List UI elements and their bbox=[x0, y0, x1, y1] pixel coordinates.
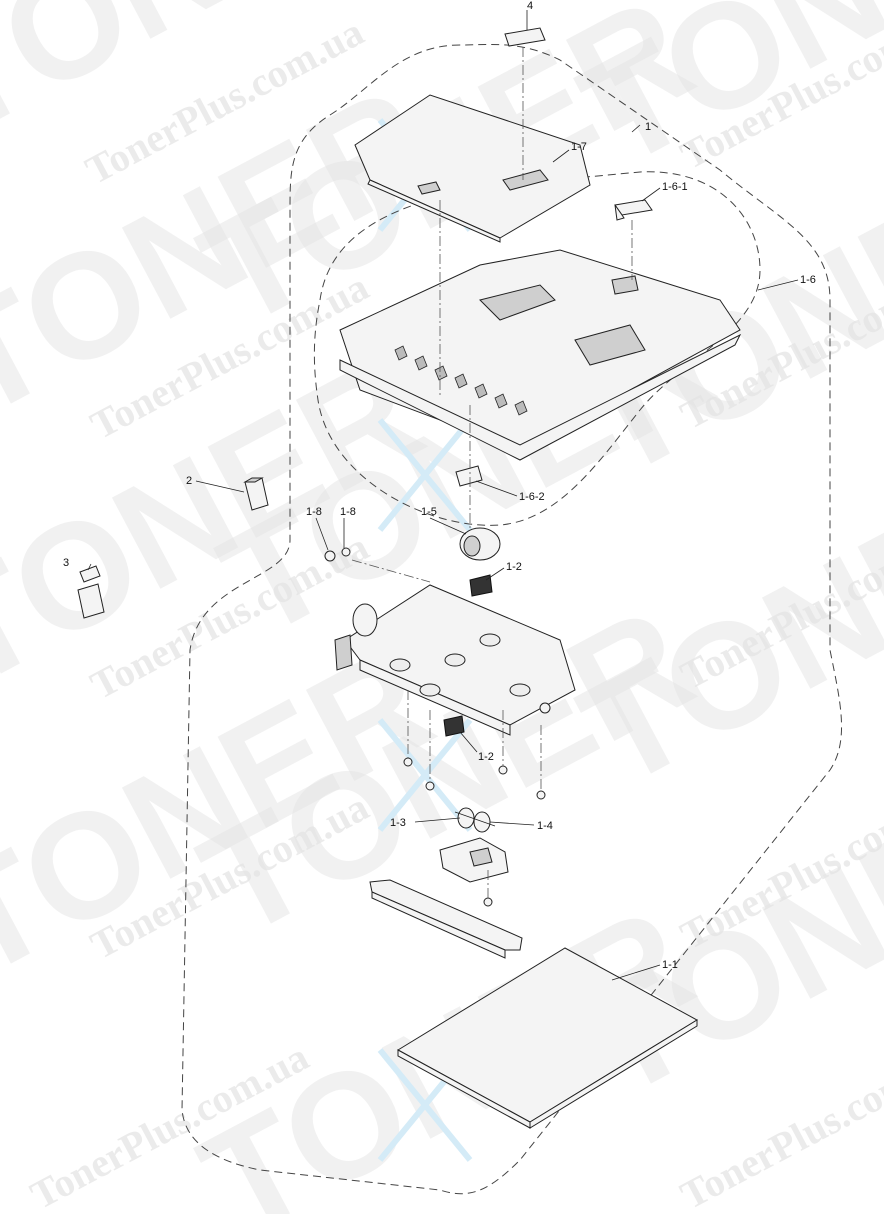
callout-1-8-right: 1-8 bbox=[340, 506, 356, 518]
callout-4: 4 bbox=[527, 0, 533, 12]
part-1-3-1-4-rollers bbox=[454, 807, 496, 833]
part-4-plate bbox=[504, 27, 546, 47]
callout-1-7: 1-7 bbox=[571, 141, 587, 153]
callout-1-2-upper: 1-2 bbox=[506, 561, 522, 573]
callout-1-6: 1-6 bbox=[800, 274, 816, 286]
part-2 bbox=[243, 477, 269, 511]
part-1-6-2-tab bbox=[455, 465, 483, 487]
assembly-guides bbox=[351, 47, 633, 898]
callout-1-6-2: 1-6-2 bbox=[519, 491, 545, 503]
part-1-8-screws bbox=[324, 547, 351, 562]
guide-bracket bbox=[369, 879, 523, 959]
adf-feed-assembly bbox=[334, 584, 576, 736]
part-1-2-sensor-lower bbox=[443, 715, 465, 737]
part-3 bbox=[77, 565, 105, 619]
callout-1-4: 1-4 bbox=[537, 820, 553, 832]
part-1-5-motor bbox=[459, 527, 501, 561]
leader-lines bbox=[87, 10, 799, 981]
callout-3: 3 bbox=[63, 557, 69, 569]
callout-1-6-1: 1-6-1 bbox=[662, 181, 688, 193]
part-1-2-sensor-upper bbox=[469, 574, 493, 597]
callout-labels: 4 1 1-7 1-6-1 1-6 1-6-2 2 3 1-8 1-8 1-5 … bbox=[63, 0, 816, 971]
part-1-6-1-clip bbox=[614, 199, 653, 221]
callout-1: 1 bbox=[645, 121, 651, 133]
separation-pad-holder bbox=[439, 837, 509, 883]
part-1-1-plate bbox=[397, 947, 698, 1129]
callout-2: 2 bbox=[186, 475, 192, 487]
callout-1-1: 1-1 bbox=[662, 959, 678, 971]
callout-1-8-left: 1-8 bbox=[306, 506, 322, 518]
callout-1-5: 1-5 bbox=[421, 506, 437, 518]
part-1-7-cover bbox=[354, 94, 591, 243]
callout-1-2-lower: 1-2 bbox=[478, 751, 494, 763]
callout-1-3: 1-3 bbox=[390, 817, 406, 829]
